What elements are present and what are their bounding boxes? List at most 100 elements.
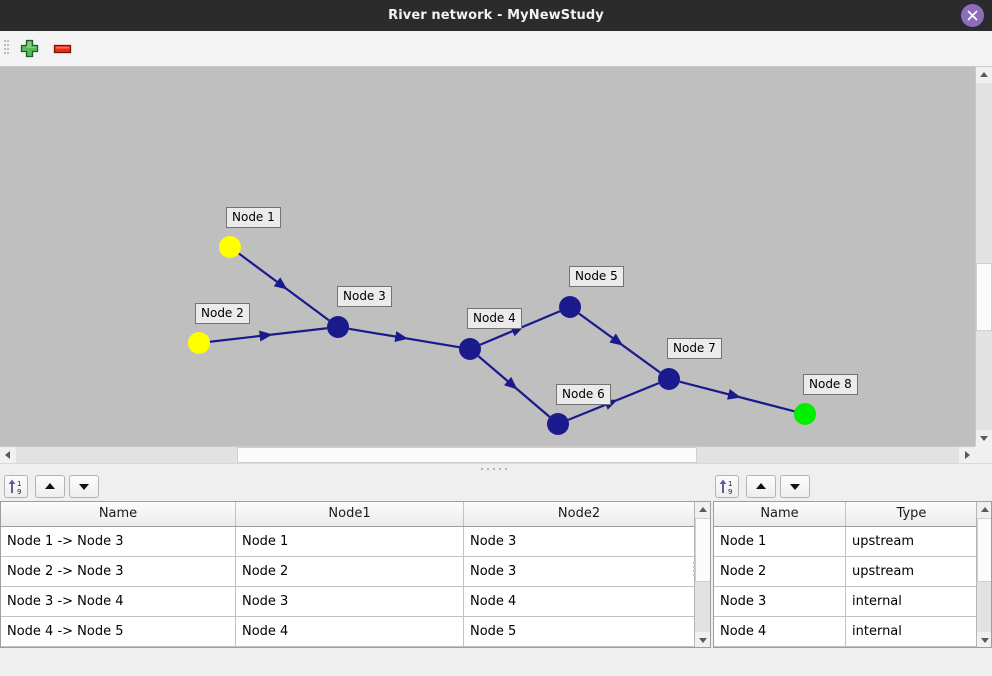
node-cell[interactable]: internal <box>852 594 902 609</box>
graph-scroll-right-icon[interactable] <box>959 447 975 463</box>
graph-edge-arrow <box>727 388 742 400</box>
graph-edge-arrow <box>504 376 518 390</box>
graph-edge-arrow <box>259 330 273 342</box>
node-cell-empty[interactable] <box>714 647 846 648</box>
table-row[interactable]: Node 4 internal <box>714 617 977 647</box>
node-column-header[interactable]: Name <box>714 502 846 526</box>
branch-column-header[interactable]: Node1 <box>236 502 464 526</box>
graph-node-label[interactable]: Node 5 <box>569 266 624 287</box>
node-move-up-button[interactable] <box>746 475 776 498</box>
splitter-grip <box>481 468 511 471</box>
node-layer <box>188 236 816 435</box>
node-cell[interactable]: upstream <box>852 534 915 549</box>
node-scroll-down-icon[interactable] <box>977 632 991 647</box>
close-icon[interactable] <box>961 4 984 27</box>
graph-edge-arrow <box>609 333 624 346</box>
node-cell[interactable]: internal <box>852 624 902 639</box>
node-cell[interactable]: Node 1 <box>714 527 846 556</box>
svg-text:1: 1 <box>728 480 732 488</box>
branch-cell[interactable]: Node 4 -> Node 5 <box>1 617 236 646</box>
graph-node[interactable] <box>547 413 569 435</box>
graph-node-label[interactable]: Node 2 <box>195 303 250 324</box>
branch-move-up-button[interactable] <box>35 475 65 498</box>
branch-cell[interactable]: Node 3 -> Node 4 <box>1 587 236 616</box>
node-move-down-button[interactable] <box>780 475 810 498</box>
graph-node-label[interactable]: Node 3 <box>337 286 392 307</box>
branch-move-down-button[interactable] <box>69 475 99 498</box>
graph-vscroll-thumb[interactable] <box>976 263 992 331</box>
branch-pane-grip <box>693 562 696 580</box>
graph-node[interactable] <box>559 296 581 318</box>
graph-hscroll-thumb[interactable] <box>237 447 697 463</box>
add-plus-icon[interactable] <box>17 37 42 61</box>
branch-sort-ascending-icon[interactable]: 1 9 <box>4 475 28 498</box>
graph-node[interactable] <box>219 236 241 258</box>
node-table-scrollbar[interactable] <box>976 502 991 647</box>
branch-column-header[interactable]: Node2 <box>557 506 601 521</box>
branch-cell-empty[interactable] <box>464 647 694 648</box>
svg-text:9: 9 <box>17 488 21 496</box>
branch-cell[interactable]: Node 3 <box>236 587 464 616</box>
graph-node-label[interactable]: Node 6 <box>556 384 611 405</box>
graph-node-label[interactable]: Node 4 <box>467 308 522 329</box>
graph-node-label[interactable]: Node 7 <box>667 338 722 359</box>
branch-cell[interactable]: Node 3 <box>470 564 517 579</box>
graph-node[interactable] <box>188 332 210 354</box>
branch-cell-empty[interactable] <box>1 647 236 648</box>
node-scroll-thumb[interactable] <box>977 518 991 582</box>
branch-cell[interactable]: Node 3 <box>470 534 517 549</box>
branch-cell[interactable]: Node 2 <box>236 557 464 586</box>
toolbar-grip <box>4 40 9 58</box>
branch-cell[interactable]: Node 2 -> Node 3 <box>1 557 236 586</box>
graph-node[interactable] <box>658 368 680 390</box>
table-row[interactable]: Node 2 upstream <box>714 557 977 587</box>
branch-cell-empty[interactable] <box>236 647 464 648</box>
graph-node[interactable] <box>459 338 481 360</box>
graph-node-label[interactable]: Node 8 <box>803 374 858 395</box>
table-row[interactable]: Node 1 upstream <box>714 527 977 557</box>
node-cell-empty[interactable] <box>846 647 977 648</box>
branch-cell[interactable]: Node 1 -> Node 3 <box>1 527 236 556</box>
graph-vertical-scrollbar[interactable] <box>975 67 992 446</box>
branch-scroll-down-icon[interactable] <box>695 632 710 647</box>
node-column-header[interactable]: Type <box>896 506 927 521</box>
branch-cell[interactable]: Node 5 <box>470 624 517 639</box>
branch-cell[interactable]: Node 4 <box>236 617 464 646</box>
node-sort-ascending-icon[interactable]: 1 9 <box>715 475 739 498</box>
graph-horizontal-scrollbar[interactable] <box>0 446 975 464</box>
node-cell[interactable]: Node 4 <box>714 617 846 646</box>
table-row-empty[interactable] <box>1 647 694 648</box>
graph-scroll-up-icon[interactable] <box>976 67 992 83</box>
river-network-graph[interactable]: Node 1 Node 2 Node 3 Node 4 Node 5 Node 6 Node… <box>0 67 975 446</box>
node-cell[interactable]: Node 2 <box>714 557 846 586</box>
branch-scroll-thumb[interactable] <box>695 518 710 582</box>
graph-vscroll-track[interactable] <box>976 83 992 430</box>
branch-table-scrollbar[interactable] <box>693 502 710 647</box>
branch-cell[interactable]: Node 4 <box>470 594 517 609</box>
svg-text:1: 1 <box>17 480 21 488</box>
delete-minus-icon[interactable] <box>50 37 75 61</box>
graph-node[interactable] <box>794 403 816 425</box>
pane-splitter[interactable] <box>0 463 992 473</box>
node-scroll-up-icon[interactable] <box>977 502 991 518</box>
table-row-empty[interactable] <box>714 647 977 648</box>
node-cell[interactable]: upstream <box>852 564 915 579</box>
graph-node-label[interactable]: Node 1 <box>226 207 281 228</box>
branch-scroll-up-icon[interactable] <box>695 502 710 518</box>
edge-layer <box>209 252 795 421</box>
branch-column-header[interactable]: Name <box>1 502 236 526</box>
table-row[interactable]: Node 3 internal <box>714 587 977 617</box>
graph-node[interactable] <box>327 316 349 338</box>
graph-scroll-down-icon[interactable] <box>976 430 992 446</box>
node-cell[interactable]: Node 3 <box>714 587 846 616</box>
graph-pane: Node 1 Node 2 Node 3 Node 4 Node 5 Node 6 Node… <box>0 67 992 464</box>
window-title: River network - MyNewStudy <box>388 8 604 23</box>
graph-scroll-left-icon[interactable] <box>0 447 16 463</box>
branch-cell[interactable]: Node 1 <box>236 527 464 556</box>
